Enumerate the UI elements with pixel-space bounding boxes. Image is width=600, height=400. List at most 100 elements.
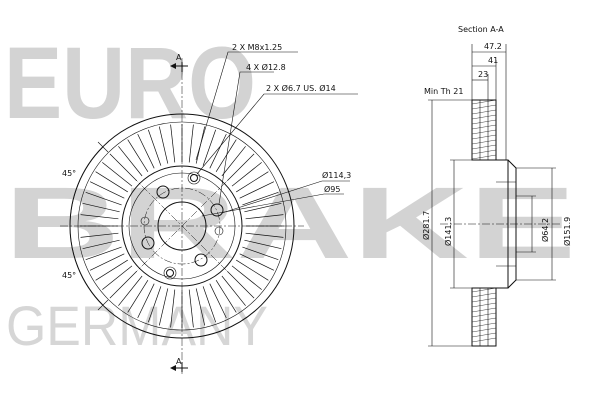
hatch-line — [471, 144, 497, 150]
cooling-vane — [137, 133, 155, 169]
section-arrow-top-icon — [170, 63, 176, 69]
threaded-hole — [214, 226, 224, 236]
callout-bolt-holes: 4 X Ø12.8 — [246, 62, 286, 72]
cooling-vane — [118, 275, 143, 306]
hatch-line — [471, 149, 497, 155]
leader-small-holes — [196, 93, 358, 175]
section-arrow-bottom-icon — [170, 365, 176, 371]
leader-centre-bore — [201, 193, 344, 217]
cooling-vane — [137, 283, 155, 319]
hatch-line — [471, 317, 497, 323]
section-title: Section A-A — [458, 25, 504, 34]
cooling-vane — [118, 146, 143, 177]
angle-extension — [97, 141, 109, 153]
hatch-line — [471, 119, 497, 125]
cooling-vane — [89, 181, 125, 199]
cooling-vane — [127, 139, 149, 172]
cooling-vane — [95, 171, 128, 193]
section-view: Section A-A 47.2 41 23 Min Th 21 — [421, 25, 572, 347]
cooling-vane — [188, 289, 194, 328]
angle-arc-lower — [69, 225, 104, 306]
cooling-vane — [158, 126, 169, 164]
cooling-vane — [244, 202, 282, 213]
watermark-line1: EURO — [4, 26, 256, 140]
angle-arc-upper — [69, 146, 104, 227]
cooling-vane — [82, 239, 120, 250]
lower-friction-ring — [471, 287, 497, 347]
callout-centre-bore: Ø95 — [324, 184, 340, 194]
hatch-line — [471, 307, 497, 313]
leader-bolt-holes — [218, 71, 274, 205]
hatch-line — [471, 327, 497, 333]
small-hole — [190, 174, 198, 182]
dim-hub-diameter: Ø151.9 — [562, 217, 572, 246]
angle-label-upper: 45° — [62, 169, 76, 178]
callout-small-holes: 2 X Ø6.7 US. Ø14 — [266, 83, 336, 93]
dim-bore-diameter: Ø64.2 — [540, 218, 550, 242]
dim-outer-diameter: Ø281.7 — [421, 211, 431, 240]
watermark-line3: GERMANY — [6, 294, 268, 357]
cooling-vane — [202, 286, 217, 323]
hatch-line — [471, 332, 497, 338]
section-marker-top-label: A — [176, 53, 182, 62]
bolt-hole — [156, 185, 170, 199]
cooling-vane — [127, 280, 149, 313]
cooling-vane — [102, 162, 133, 187]
cooling-vane — [85, 246, 122, 261]
cooling-vane — [221, 146, 246, 177]
cooling-vane — [245, 214, 284, 220]
hatch-line — [471, 114, 497, 120]
hatch-line — [471, 337, 497, 343]
cooling-vane — [170, 289, 176, 328]
cooling-vane — [89, 253, 125, 271]
hatch-line — [471, 109, 497, 115]
small-hole-counterbore — [187, 171, 201, 185]
threaded-hole — [140, 216, 150, 226]
hatch-line — [471, 154, 497, 160]
cooling-vane — [239, 253, 275, 271]
cooling-vane — [236, 171, 269, 193]
cooling-vane — [231, 162, 262, 187]
cooling-vane — [158, 288, 169, 326]
hatch-line — [471, 134, 497, 140]
cooling-vane — [215, 139, 237, 172]
hatch-line — [471, 287, 497, 293]
cooling-vane — [242, 246, 279, 261]
hatch-line — [471, 139, 497, 145]
leader-pcd — [221, 180, 350, 214]
bolt-hole — [194, 253, 208, 267]
dim-41: 41 — [488, 56, 498, 65]
hatch-line — [471, 292, 497, 298]
diagonal-centre-line — [111, 153, 255, 297]
callout-pcd: Ø114,3 — [322, 170, 351, 180]
section-marker-bottom-label: A — [176, 357, 182, 366]
angle-label-lower: 45° — [62, 271, 76, 280]
cooling-vane — [244, 239, 282, 250]
cooling-vane — [82, 202, 120, 213]
cooling-vane — [202, 129, 217, 166]
hatch-line — [471, 312, 497, 318]
cooling-vane — [209, 283, 227, 319]
bolt-hole — [210, 203, 224, 217]
watermark-line2: BRAKE — [4, 166, 576, 280]
section-hatching — [471, 99, 497, 343]
cooling-vane — [95, 259, 128, 281]
hatch-line — [471, 99, 497, 105]
diagonal-centre-line — [111, 155, 255, 299]
cooling-vane — [231, 265, 262, 290]
cooling-vane — [147, 129, 162, 166]
front-view: A A 45° 45° 2 X M8x1.25 4 X Ø12.8 2 X Ø6… — [60, 43, 358, 374]
hatch-line — [471, 104, 497, 110]
dim-friction-inner-diameter: Ø141.3 — [443, 217, 453, 246]
small-hole — [166, 269, 174, 277]
dim-total-width: 47.2 — [484, 42, 502, 51]
cooling-vane — [147, 286, 162, 323]
small-hole-counterbore — [163, 266, 177, 280]
cooling-vane — [242, 191, 279, 206]
min-thickness: Min Th 21 — [424, 87, 463, 96]
cooling-vane — [239, 181, 275, 199]
dim-23: 23 — [478, 70, 488, 79]
cooling-vane — [245, 232, 284, 238]
cooling-vane — [221, 275, 246, 306]
